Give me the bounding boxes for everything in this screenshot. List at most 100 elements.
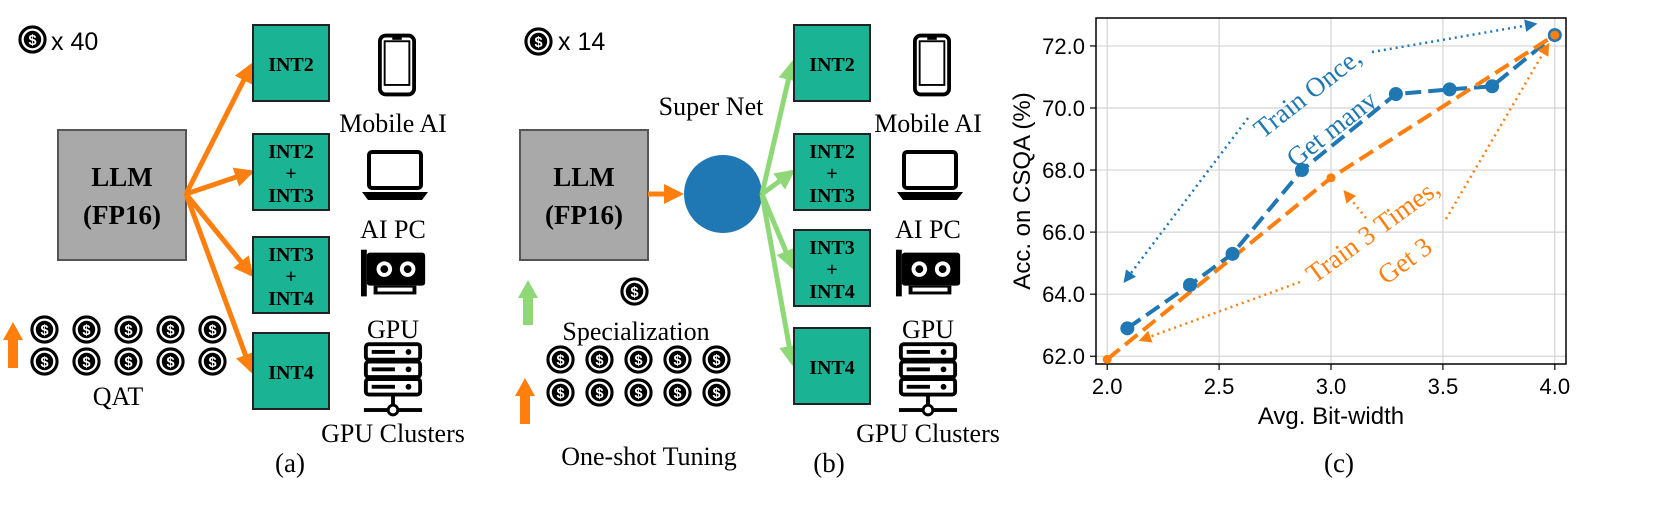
dollar-coin-icon bbox=[30, 347, 59, 376]
up-arrow-icon bbox=[3, 322, 23, 368]
precision-b-box-0 bbox=[793, 24, 871, 102]
precision-b-box-2-line-0: INT3 bbox=[809, 237, 855, 259]
smartphone-icon bbox=[913, 33, 951, 97]
dollar-coin-icon bbox=[663, 378, 692, 407]
precision-a-box-2 bbox=[252, 236, 330, 314]
y-tick-label: 72.0 bbox=[1042, 34, 1085, 59]
plot-frame bbox=[1095, 17, 1567, 365]
annotation-arrow bbox=[1123, 117, 1249, 283]
x-axis-label: Avg. Bit-width bbox=[1258, 403, 1404, 430]
precision-a-box-2-line-2: INT4 bbox=[268, 288, 314, 310]
caption-a: (a) bbox=[275, 448, 305, 478]
device-mobile-a: Mobile AI bbox=[339, 109, 447, 138]
precision-a-box-3-line-0: INT4 bbox=[268, 362, 314, 384]
annotation-arrow bbox=[1138, 280, 1301, 343]
dollar-coin-icon bbox=[620, 277, 649, 306]
llm-label-b: LLM bbox=[553, 162, 615, 192]
llm-label-a: LLM bbox=[91, 162, 153, 192]
server-rack-icon bbox=[897, 342, 959, 417]
dollar-coin-icon bbox=[624, 345, 653, 374]
cost-label-a: x 40 bbox=[51, 28, 98, 56]
dollar-coin-icon bbox=[702, 378, 731, 407]
caption-b: (b) bbox=[813, 448, 844, 478]
dollar-coin-icon bbox=[156, 315, 185, 344]
training-label-b: One-shot Tuning bbox=[561, 442, 737, 471]
device-gpu-a: GPU bbox=[367, 315, 419, 344]
x-tick-label: 2.0 bbox=[1092, 374, 1123, 399]
up-arrow-icon bbox=[515, 378, 535, 424]
precision-a-box-2-line-0: INT3 bbox=[268, 244, 314, 266]
series-0-point bbox=[1442, 82, 1457, 97]
dollar-coin-icon bbox=[72, 315, 101, 344]
y-axis-label: Acc. on CSQA (%) bbox=[1009, 92, 1036, 289]
device-cluster-a: GPU Clusters bbox=[321, 419, 465, 448]
device-cluster-b: GPU Clusters bbox=[856, 419, 1000, 448]
precision-b-box-1 bbox=[793, 133, 871, 211]
series-0-point bbox=[1120, 321, 1135, 336]
llm-box-a bbox=[57, 129, 187, 261]
caption-c: (c) bbox=[1324, 448, 1354, 478]
precision-b-box-2-line-1: + bbox=[826, 259, 837, 281]
specialize-arrows-b bbox=[759, 60, 800, 366]
dollar-coin-icon bbox=[546, 378, 575, 407]
precision-a-box-2-line-1: + bbox=[285, 266, 296, 288]
llm-precision-b: (FP16) bbox=[545, 200, 623, 230]
y-tick-label: 62.0 bbox=[1042, 344, 1085, 369]
y-tick-label: 64.0 bbox=[1042, 282, 1085, 307]
specialization-label: Specialization bbox=[562, 317, 709, 346]
dollar-coin-icon bbox=[156, 347, 185, 376]
dollar-coin-icon bbox=[702, 345, 731, 374]
y-tick-label: 70.0 bbox=[1042, 96, 1085, 121]
qat-coins bbox=[30, 315, 227, 376]
precision-a-box-3 bbox=[252, 332, 330, 410]
device-pc-a: AI PC bbox=[360, 215, 426, 244]
precision-b-box-1-line-2: INT3 bbox=[809, 185, 855, 207]
panel-b: x 14 LLM (FP16) Super Net INT2INT2+INT3I… bbox=[515, 24, 1000, 478]
smartphone-icon bbox=[378, 33, 416, 97]
x-tick-label: 4.0 bbox=[1540, 374, 1571, 399]
gpu-card-icon bbox=[360, 249, 426, 297]
precision-a-box-0-line-0: INT2 bbox=[268, 54, 314, 76]
precision-a-box-1-line-1: + bbox=[285, 163, 296, 185]
dollar-coin-icon bbox=[546, 345, 575, 374]
series-0-point bbox=[1294, 163, 1309, 178]
quantize-arrows-a bbox=[183, 62, 255, 374]
precision-b-box-0-line-0: INT2 bbox=[809, 54, 855, 76]
laptop-icon bbox=[896, 150, 964, 202]
dollar-coin-icon bbox=[524, 27, 553, 56]
series-1-point bbox=[1326, 173, 1336, 183]
dollar-coin-icon bbox=[18, 25, 47, 54]
annotation-arrow bbox=[1444, 42, 1550, 220]
precision-b-box-2-line-2: INT4 bbox=[809, 281, 855, 303]
y-tick-label: 66.0 bbox=[1042, 220, 1085, 245]
precision-a-box-1-line-0: INT2 bbox=[268, 141, 314, 163]
device-gpu-b: GPU bbox=[902, 315, 954, 344]
x-tick-label: 2.5 bbox=[1204, 374, 1235, 399]
dollar-coin-icon bbox=[663, 345, 692, 374]
gpu-card-icon bbox=[895, 249, 961, 297]
dollar-coin-icon bbox=[198, 315, 227, 344]
cost-label-b: x 14 bbox=[558, 28, 605, 56]
series-1-point bbox=[1102, 354, 1112, 364]
series-0-point bbox=[1485, 79, 1500, 94]
dollar-coin-icon bbox=[585, 345, 614, 374]
dollar-coin-icon bbox=[114, 315, 143, 344]
dollar-coin-icon bbox=[30, 315, 59, 344]
training-label-a: QAT bbox=[93, 382, 144, 411]
annotation-text: Train 3 Times, bbox=[1300, 172, 1445, 289]
dollar-coin-icon bbox=[72, 347, 101, 376]
annotation-arrow bbox=[1343, 190, 1367, 219]
precision-a-box-0 bbox=[252, 24, 330, 102]
series-0-point bbox=[1388, 87, 1403, 102]
precision-b-box-3-line-0: INT4 bbox=[809, 357, 855, 379]
x-tick-label: 3.5 bbox=[1428, 374, 1459, 399]
y-tick-label: 68.0 bbox=[1042, 158, 1085, 183]
dollar-coin-icon bbox=[624, 378, 653, 407]
series-0-point bbox=[1183, 277, 1197, 292]
precision-b-box-3 bbox=[793, 327, 871, 405]
supernet-node bbox=[684, 155, 762, 233]
series-line-0 bbox=[1126, 33, 1557, 330]
device-mobile-b: Mobile AI bbox=[874, 109, 982, 138]
